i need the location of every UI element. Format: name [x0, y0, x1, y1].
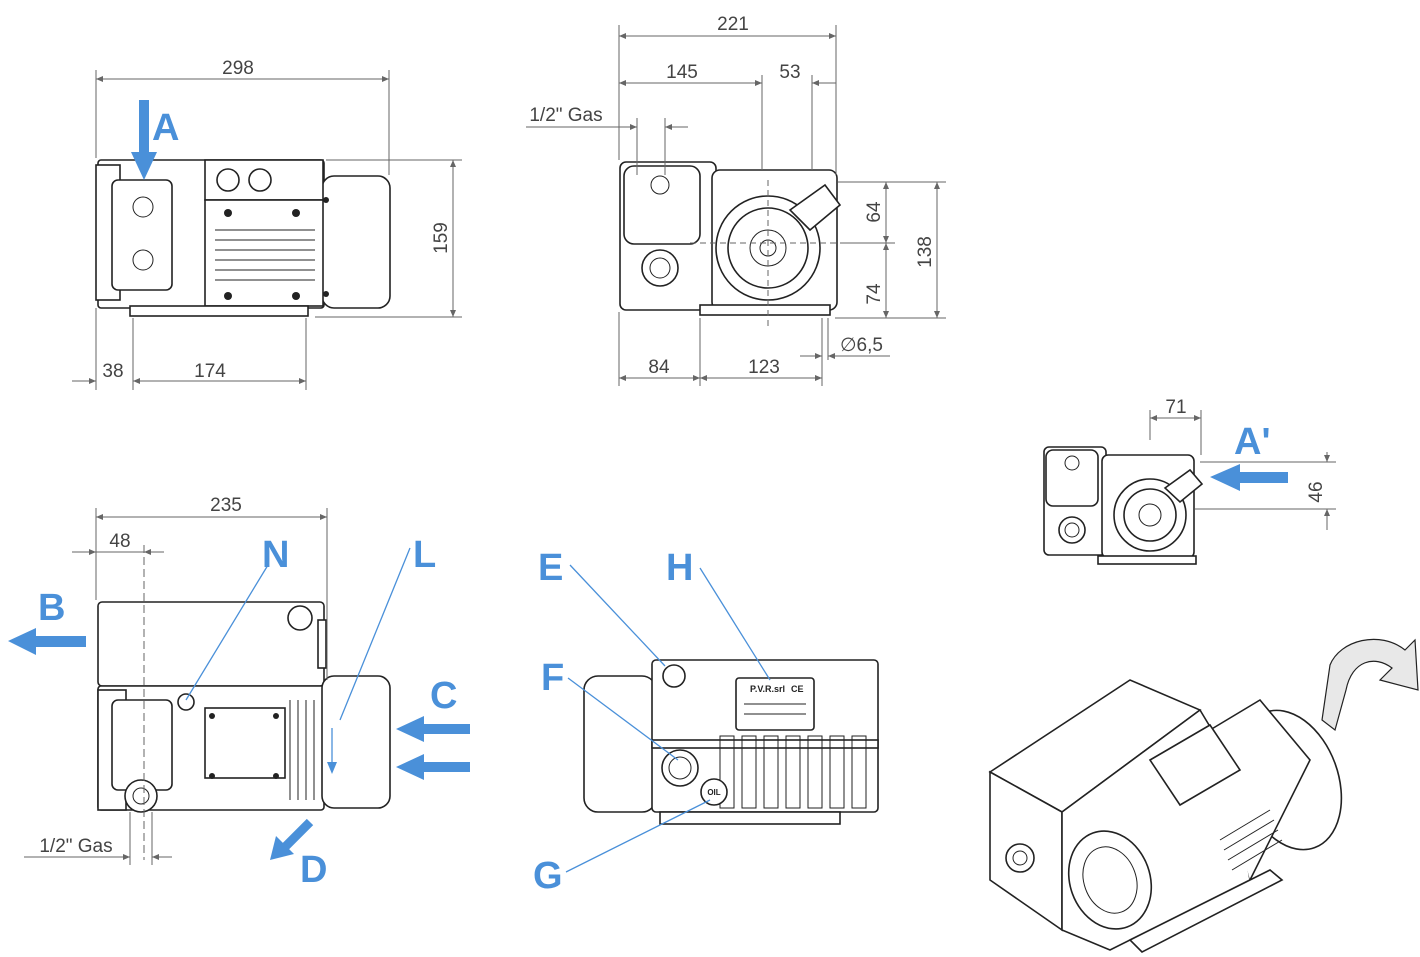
end-view-top-center: 221 145 53 1/2" Gas 64 74 138 84 123 ∅6,…: [526, 14, 946, 386]
label-N: N: [262, 534, 289, 576]
dim-138: 138: [915, 236, 936, 268]
top-view-bottom-left: 235 48 1/2" Gas N L B C D: [8, 495, 470, 891]
isometric-view: [988, 638, 1419, 953]
label-C: C: [430, 675, 457, 717]
dim-235: 235: [210, 495, 242, 516]
label-A: A: [152, 107, 179, 149]
plate-brand: P.V.R.srl: [750, 684, 785, 694]
dim-84: 84: [648, 357, 670, 378]
dim-53: 53: [779, 62, 800, 83]
dim-hole: ∅6,5: [840, 335, 883, 356]
label-A-prime: A': [1234, 421, 1270, 463]
dim-159: 159: [431, 222, 452, 254]
dim-298: 298: [222, 58, 254, 79]
label-F: F: [541, 657, 564, 699]
dim-74: 74: [864, 283, 885, 305]
dim-145: 145: [666, 62, 698, 83]
dim-gas-side: 1/2" Gas: [39, 836, 112, 857]
label-L: L: [413, 534, 436, 576]
label-G: G: [533, 855, 563, 897]
end-view-small-right: 71 46 A': [1043, 397, 1336, 565]
front-view-bottom-center: P.V.R.srl CE OIL E H F G: [533, 547, 879, 897]
dim-221: 221: [717, 14, 749, 35]
oil-cap-text: OIL: [707, 788, 720, 797]
dim-174: 174: [194, 361, 226, 382]
label-D: D: [300, 849, 327, 891]
dim-38: 38: [102, 361, 123, 382]
dim-64: 64: [864, 201, 885, 223]
label-H: H: [666, 547, 693, 589]
label-E: E: [538, 547, 563, 589]
dim-gas-end: 1/2" Gas: [529, 105, 602, 126]
plate-mark: CE: [791, 684, 804, 694]
dim-71: 71: [1165, 397, 1186, 418]
dim-48: 48: [109, 531, 130, 552]
side-view-top-left: 298 159 38 174 A: [72, 58, 462, 390]
label-B: B: [38, 587, 65, 629]
dim-123: 123: [748, 357, 780, 378]
dim-46: 46: [1306, 481, 1327, 502]
